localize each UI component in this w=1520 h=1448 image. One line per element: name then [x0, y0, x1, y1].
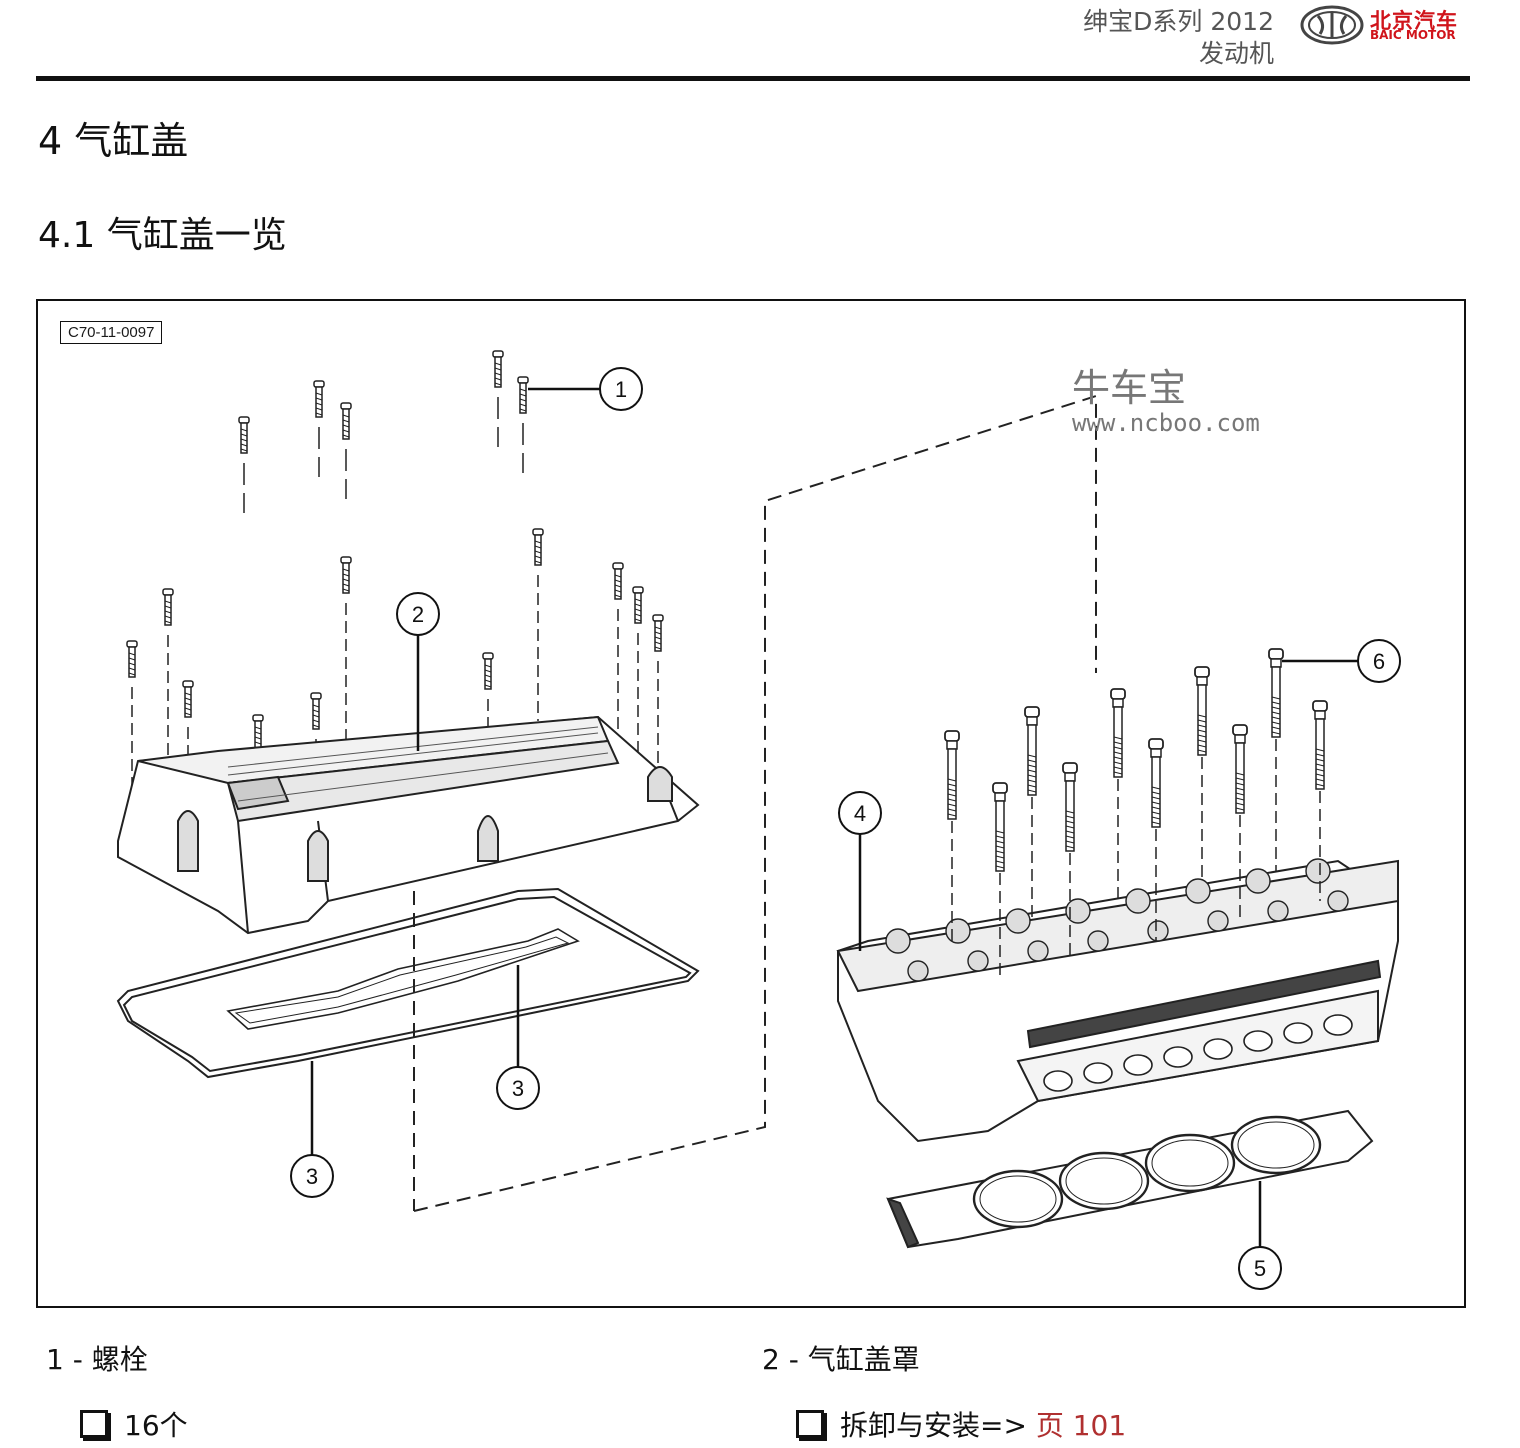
- legend-item-1-detail-text: 16个: [124, 1409, 188, 1442]
- callout-3a: 3: [496, 1066, 540, 1110]
- logo-en-text: BAIC MOTOR: [1370, 28, 1456, 42]
- logo-cn-text: 北京汽车: [1370, 9, 1458, 33]
- callout-4: 4: [838, 791, 882, 835]
- section-title: 4 气缸盖: [38, 119, 189, 163]
- top-bolts: [238, 350, 529, 513]
- callout-3b-label: 3: [306, 1164, 318, 1189]
- cylinder-head: [836, 858, 1399, 1143]
- diagram-drawing: 1 2 3 3 4 5 6: [116, 350, 1401, 1290]
- cylinder-head-cover: [117, 715, 700, 935]
- legend-item-2-detail-text: 拆卸与安装=>: [840, 1409, 1036, 1442]
- callout-4-label: 4: [854, 801, 866, 826]
- callout-6: 6: [1357, 639, 1401, 683]
- callout-1: 1: [599, 367, 643, 411]
- exploded-diagram: 1 2 3 3 4 5 6 C70-11-0097 牛车宝 www.ncboo.…: [36, 299, 1466, 1308]
- legend-item-2: 2 - 气缸盖罩: [762, 1343, 920, 1376]
- checkbox-icon: [80, 1410, 108, 1438]
- callout-2: 2: [396, 592, 440, 636]
- subsection-title: 4.1 气缸盖一览: [38, 215, 287, 256]
- callout-3a-label: 3: [512, 1076, 524, 1101]
- checkbox-icon: [796, 1410, 824, 1438]
- callout-3b: 3: [290, 1154, 334, 1198]
- watermark-cn: 牛车宝: [1072, 366, 1187, 410]
- callout-5: 5: [1238, 1246, 1282, 1290]
- legend-item-1: 1 - 螺栓: [46, 1343, 148, 1376]
- callout-2-label: 2: [412, 602, 424, 627]
- cover-gasket: [116, 887, 700, 1079]
- header-section: 发动机: [1198, 39, 1274, 68]
- baic-emblem-icon: [1300, 5, 1364, 45]
- legend-item-2-detail: 拆卸与安装=> 页 101: [796, 1404, 1126, 1444]
- header-rule: [36, 76, 1470, 81]
- header-series: 绅宝D系列 2012: [1083, 7, 1274, 36]
- baic-logo: 北京汽车 BAIC MOTOR: [1298, 4, 1478, 46]
- cylinder-head-gasket: [886, 1109, 1374, 1249]
- callout-6-label: 6: [1373, 649, 1385, 674]
- cylinder-head-bolts: [944, 648, 1328, 981]
- watermark-url: www.ncboo.com: [1072, 409, 1260, 437]
- assembly-guide-line: [413, 394, 1097, 1212]
- page-link[interactable]: 页 101: [1035, 1409, 1127, 1442]
- callout-leaders: [310, 387, 1360, 1247]
- figure-code: C70-11-0097: [60, 321, 163, 344]
- legend-item-1-detail: 16个: [80, 1404, 188, 1444]
- callout-1-label: 1: [615, 377, 627, 402]
- callout-5-label: 5: [1254, 1256, 1266, 1281]
